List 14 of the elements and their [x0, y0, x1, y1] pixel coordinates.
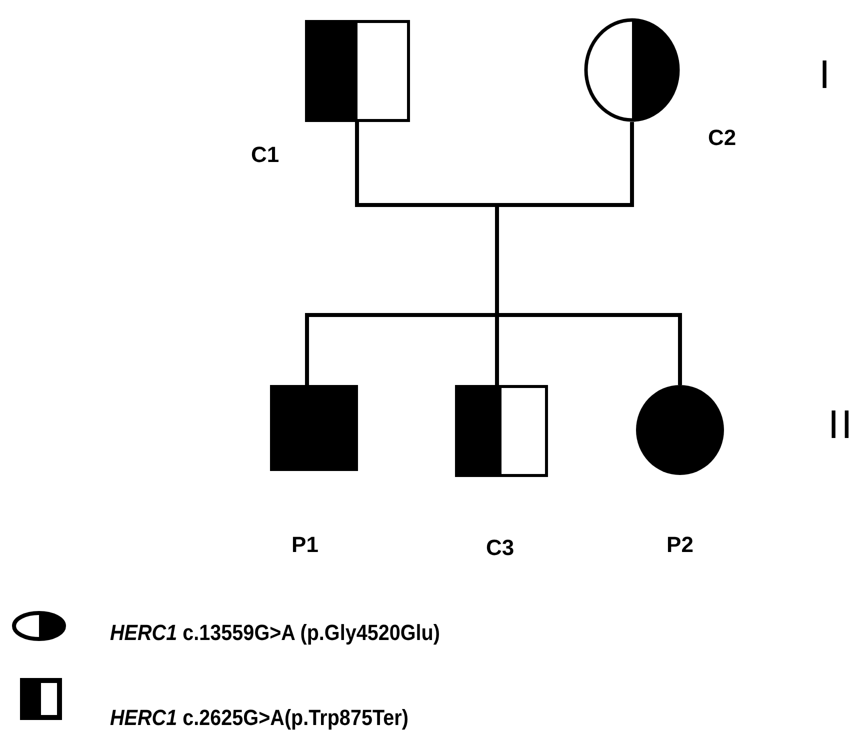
- half-filled-square: [305, 20, 410, 122]
- generation-label: II: [828, 405, 854, 445]
- individual-label: P1: [292, 534, 318, 556]
- individual-label: P2: [666, 534, 694, 556]
- filled-circle: [636, 385, 724, 475]
- generation-label: I: [819, 55, 832, 95]
- individual-label: C1: [250, 144, 280, 166]
- individual-label: C3: [486, 537, 514, 559]
- half-filled-circle: [584, 18, 680, 122]
- half-filled-square: [455, 385, 548, 477]
- filled-square: [270, 385, 358, 471]
- legend-text: HERC1 c.13559G>A (p.Gly4520Glu): [110, 622, 440, 644]
- legend-text: HERC1 c.2625G>A(p.Trp875Ter): [110, 707, 408, 729]
- individual-label: C2: [708, 127, 736, 149]
